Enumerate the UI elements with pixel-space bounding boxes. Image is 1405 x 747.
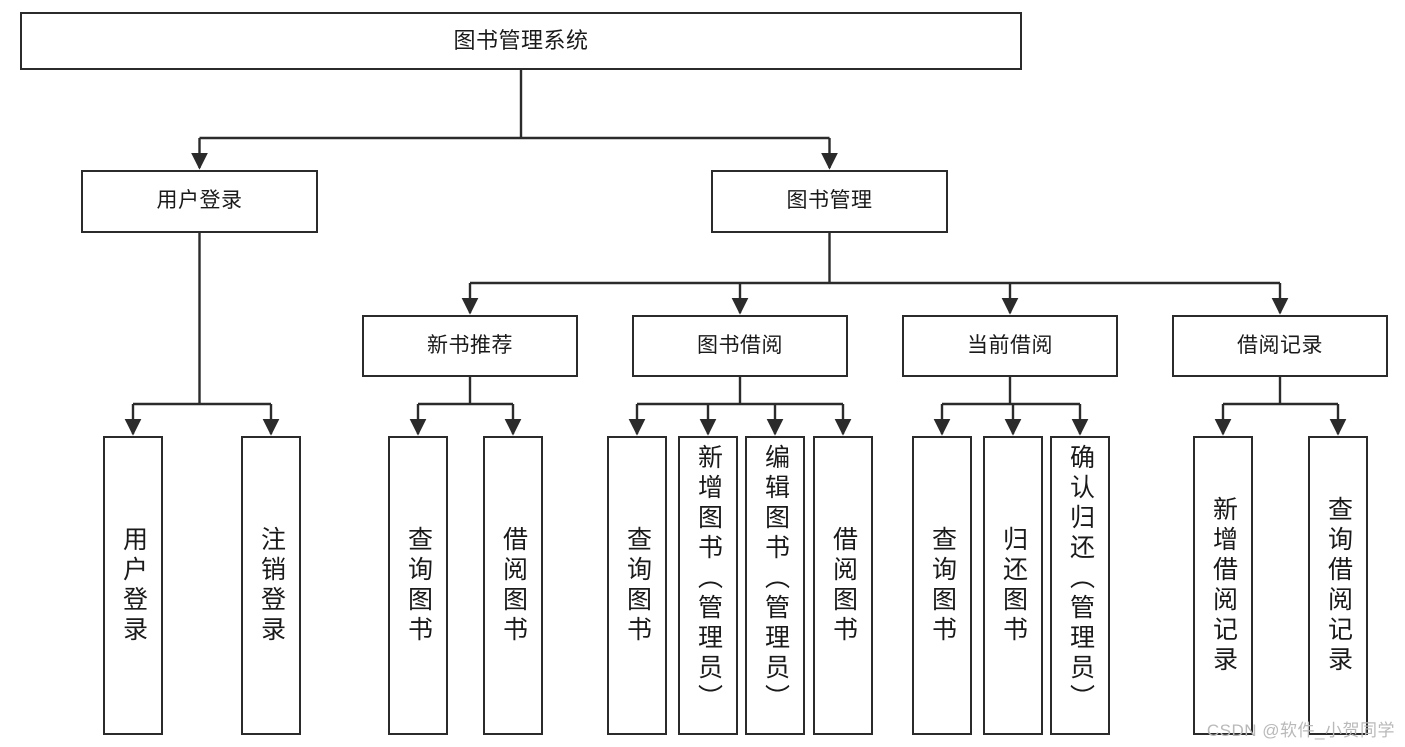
node-current-borrow[interactable]: 当前借阅 (902, 315, 1118, 377)
node-leaf-add-record[interactable]: 新增借阅记录 (1193, 436, 1253, 735)
node-leaf-confirm-return-admin[interactable]: 确认归还（管理员） (1050, 436, 1110, 735)
node-new-book-recommend-label: 新书推荐 (427, 333, 513, 357)
node-leaf-borrow-book-2[interactable]: 借阅图书 (813, 436, 873, 735)
node-book-borrow[interactable]: 图书借阅 (632, 315, 848, 377)
node-leaf-return-book-label: 归还图书 (999, 525, 1028, 646)
node-leaf-query-book-2[interactable]: 查询图书 (607, 436, 667, 735)
node-borrow-record[interactable]: 借阅记录 (1172, 315, 1388, 377)
node-root[interactable]: 图书管理系统 (20, 12, 1022, 70)
node-leaf-edit-book-admin-label: 编辑图书（管理员） (761, 444, 790, 714)
node-root-label: 图书管理系统 (453, 28, 589, 54)
node-leaf-user-login-label: 用户登录 (119, 525, 148, 646)
node-leaf-add-book-admin-label: 新增图书（管理员） (694, 444, 723, 714)
node-user-login[interactable]: 用户登录 (81, 170, 318, 233)
node-leaf-add-book-admin[interactable]: 新增图书（管理员） (678, 436, 738, 735)
node-leaf-query-record-label: 查询借阅记录 (1324, 495, 1353, 676)
node-leaf-query-book-3[interactable]: 查询图书 (912, 436, 972, 735)
watermark-text: CSDN @软件_小贺同学 (1206, 721, 1395, 740)
node-borrow-record-label: 借阅记录 (1237, 333, 1323, 357)
node-leaf-query-book-2-label: 查询图书 (623, 525, 652, 646)
node-leaf-edit-book-admin[interactable]: 编辑图书（管理员） (745, 436, 805, 735)
node-leaf-query-book-1-label: 查询图书 (404, 525, 433, 646)
node-leaf-query-record[interactable]: 查询借阅记录 (1308, 436, 1368, 735)
node-leaf-confirm-return-admin-label: 确认归还（管理员） (1066, 444, 1095, 714)
node-leaf-query-book-3-label: 查询图书 (928, 525, 957, 646)
node-book-manage-label: 图书管理 (786, 189, 873, 213)
node-leaf-borrow-book-1-label: 借阅图书 (499, 525, 528, 646)
node-new-book-recommend[interactable]: 新书推荐 (362, 315, 578, 377)
node-leaf-borrow-book-1[interactable]: 借阅图书 (483, 436, 543, 735)
node-leaf-logout[interactable]: 注销登录 (241, 436, 301, 735)
node-leaf-return-book[interactable]: 归还图书 (983, 436, 1043, 735)
node-book-borrow-label: 图书借阅 (697, 333, 783, 357)
node-leaf-user-login[interactable]: 用户登录 (103, 436, 163, 735)
node-current-borrow-label: 当前借阅 (967, 333, 1053, 357)
node-leaf-add-record-label: 新增借阅记录 (1209, 495, 1238, 676)
node-leaf-borrow-book-2-label: 借阅图书 (829, 525, 858, 646)
node-book-manage[interactable]: 图书管理 (711, 170, 948, 233)
node-leaf-logout-label: 注销登录 (257, 525, 286, 646)
node-leaf-query-book-1[interactable]: 查询图书 (388, 436, 448, 735)
node-user-login-label: 用户登录 (156, 189, 243, 213)
